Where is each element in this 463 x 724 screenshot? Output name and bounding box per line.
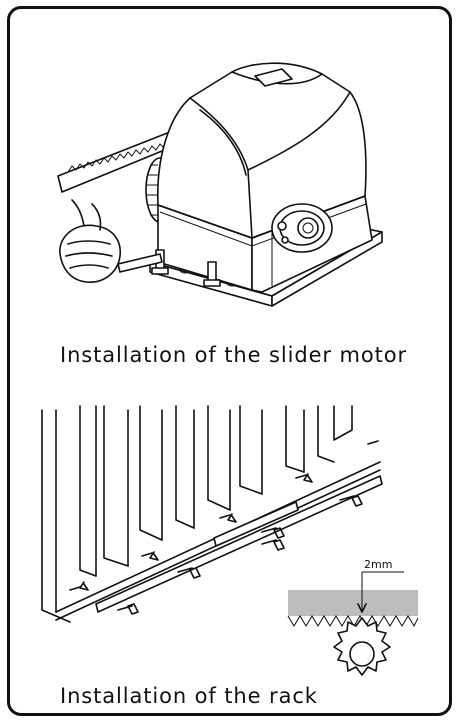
slider-motor-illustration — [57, 62, 383, 307]
rack-gear-clearance-detail — [287, 571, 419, 676]
release-knob — [271, 203, 333, 253]
motor-caption: Installation of the slider motor — [60, 343, 408, 367]
gate-slats — [41, 405, 381, 623]
clearance-dimension-label: 2mm — [364, 558, 393, 571]
rack-caption: Installation of the rack — [60, 684, 318, 708]
rack-strip — [95, 475, 383, 613]
hand-with-wrench — [59, 199, 163, 283]
mounting-screws — [69, 440, 379, 615]
